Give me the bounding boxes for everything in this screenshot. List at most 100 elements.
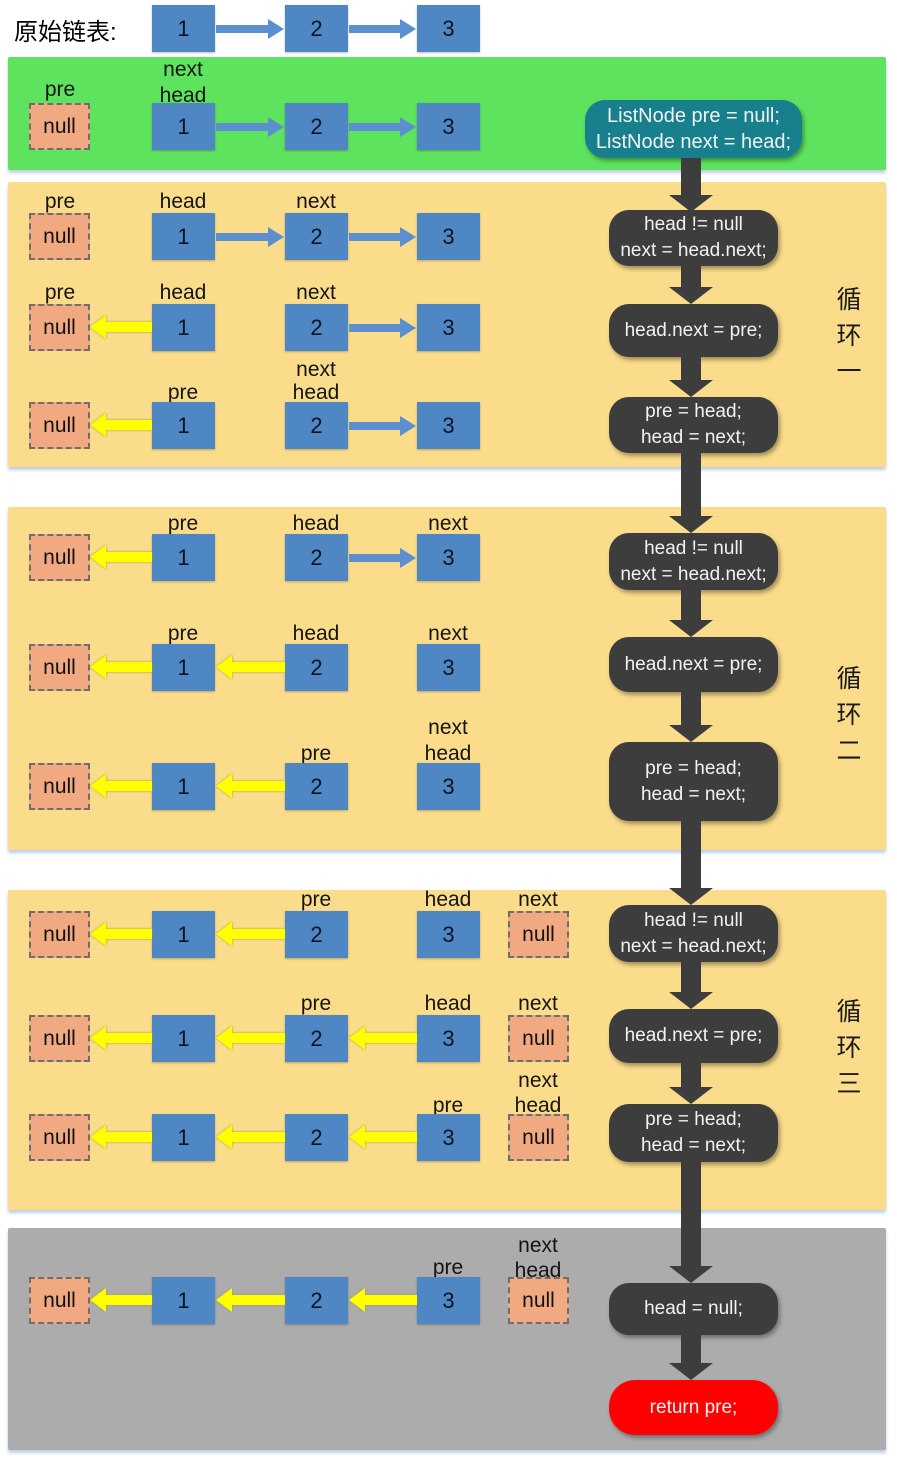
flow-arrow-icon (669, 1063, 713, 1104)
arrow-tip (669, 888, 713, 905)
pointer-label-head: head (159, 281, 207, 304)
null-value: null (522, 1125, 555, 1149)
null-box: null (29, 534, 90, 581)
arrow-shaft (104, 1295, 152, 1305)
null-box: null (29, 644, 90, 691)
node-value: 3 (442, 773, 455, 799)
reversed-arrow-icon (90, 1026, 152, 1050)
original-list-label: 原始链表: (14, 19, 117, 46)
node-value: 3 (442, 314, 455, 340)
pointer-label-next: next (296, 281, 336, 304)
arrow-tip (669, 725, 713, 742)
list-node-2: 2 (285, 763, 348, 810)
code-box-condition: head != null next = head.next; (609, 533, 778, 590)
list-node-1: 1 (152, 304, 215, 351)
pointer-label-pre: pre (432, 1256, 464, 1279)
reversed-arrow-icon (90, 1125, 152, 1149)
reversed-arrow-icon (216, 1026, 285, 1050)
node-value: 2 (310, 654, 323, 680)
arrow-tip (90, 1125, 106, 1149)
code-box-return: return pre; (609, 1380, 778, 1435)
null-box: null (29, 1277, 90, 1324)
arrow-tip (90, 655, 106, 679)
list-node-3: 3 (417, 1114, 480, 1161)
node-value: 1 (177, 1025, 190, 1051)
node-value: 2 (310, 921, 323, 947)
pointer-label-head: head (424, 742, 472, 765)
arrow-shaft (230, 781, 285, 791)
arrow-tip (400, 117, 416, 137)
list-node-2: 2 (285, 534, 348, 581)
null-value: null (43, 1026, 76, 1050)
arrow-tip (216, 655, 232, 679)
list-node-3: 3 (417, 1277, 480, 1324)
arrow-tip (268, 227, 284, 247)
flow-arrow-icon (669, 158, 713, 212)
pointer-label-head: head (424, 888, 472, 911)
pointer-label-head: head (159, 84, 207, 107)
reversed-arrow-icon (90, 655, 152, 679)
list-node-2: 2 (285, 644, 348, 691)
pointer-label-next: next (296, 358, 336, 381)
arrow-tip (400, 227, 416, 247)
list-node-2: 2 (285, 1114, 348, 1161)
null-value: null (522, 1026, 555, 1050)
arrow-tip (669, 620, 713, 637)
arrow-shaft (230, 929, 285, 939)
node-value: 1 (177, 314, 190, 340)
code-line: head = next; (640, 427, 747, 448)
arrow-shaft (681, 962, 701, 994)
pointer-label-head: head (514, 1094, 562, 1117)
list-node-3: 3 (417, 911, 480, 958)
flow-arrow-icon (669, 821, 713, 905)
arrow-shaft (681, 821, 701, 890)
pointer-label-next: next (296, 190, 336, 213)
node-value: 3 (442, 15, 455, 41)
arrow-shaft (104, 781, 152, 791)
loop3-label: 循环三 (833, 998, 861, 1106)
reversed-arrow-icon (216, 1125, 285, 1149)
arrow-shaft (104, 929, 152, 939)
pointer-label-pre: pre (44, 190, 76, 213)
reversed-arrow-icon (216, 774, 285, 798)
node-value: 3 (442, 921, 455, 947)
pointer-label-pre: pre (300, 888, 332, 911)
node-value: 1 (177, 15, 190, 41)
list-node-1: 1 (152, 763, 215, 810)
null-box: null (29, 304, 90, 351)
pointer-label-pre: pre (300, 992, 332, 1015)
code-box-condition: head != null next = head.next; (609, 905, 778, 962)
arrow-tip (669, 287, 713, 304)
code-box-terminate: head = null; (609, 1283, 778, 1335)
flow-arrow-icon (669, 453, 713, 533)
node-value: 3 (442, 654, 455, 680)
list-node-3: 3 (417, 763, 480, 810)
next-arrow-icon (349, 117, 416, 137)
arrow-tip (669, 380, 713, 397)
null-value: null (43, 655, 76, 679)
null-box: null (29, 1015, 90, 1062)
arrow-tip (90, 1288, 106, 1312)
flow-arrow-icon (669, 962, 713, 1009)
arrow-shaft (216, 123, 271, 131)
arrow-tip (216, 1125, 232, 1149)
code-line: ListNode pre = null; (607, 105, 780, 127)
arrow-shaft (104, 552, 152, 562)
pointer-label-head: head (292, 622, 340, 645)
code-line: next = head.next; (620, 563, 767, 585)
list-node-2: 2 (285, 213, 348, 260)
null-box: null (29, 103, 90, 150)
code-line: pre = head; (645, 757, 742, 779)
arrow-shaft (104, 420, 152, 430)
pointer-label-next: next (428, 716, 468, 739)
list-node-1: 1 (152, 402, 215, 449)
node-value: 2 (310, 314, 323, 340)
list-node-1: 1 (152, 1015, 215, 1062)
code-box-init: ListNode pre = null; ListNode next = hea… (585, 100, 802, 158)
arrow-shaft (681, 266, 701, 289)
reversed-arrow-icon (216, 922, 285, 946)
code-line: head.next = pre; (624, 319, 763, 341)
arrow-shaft (104, 1132, 152, 1142)
node-value: 3 (442, 1025, 455, 1051)
reversed-arrow-icon (90, 774, 152, 798)
